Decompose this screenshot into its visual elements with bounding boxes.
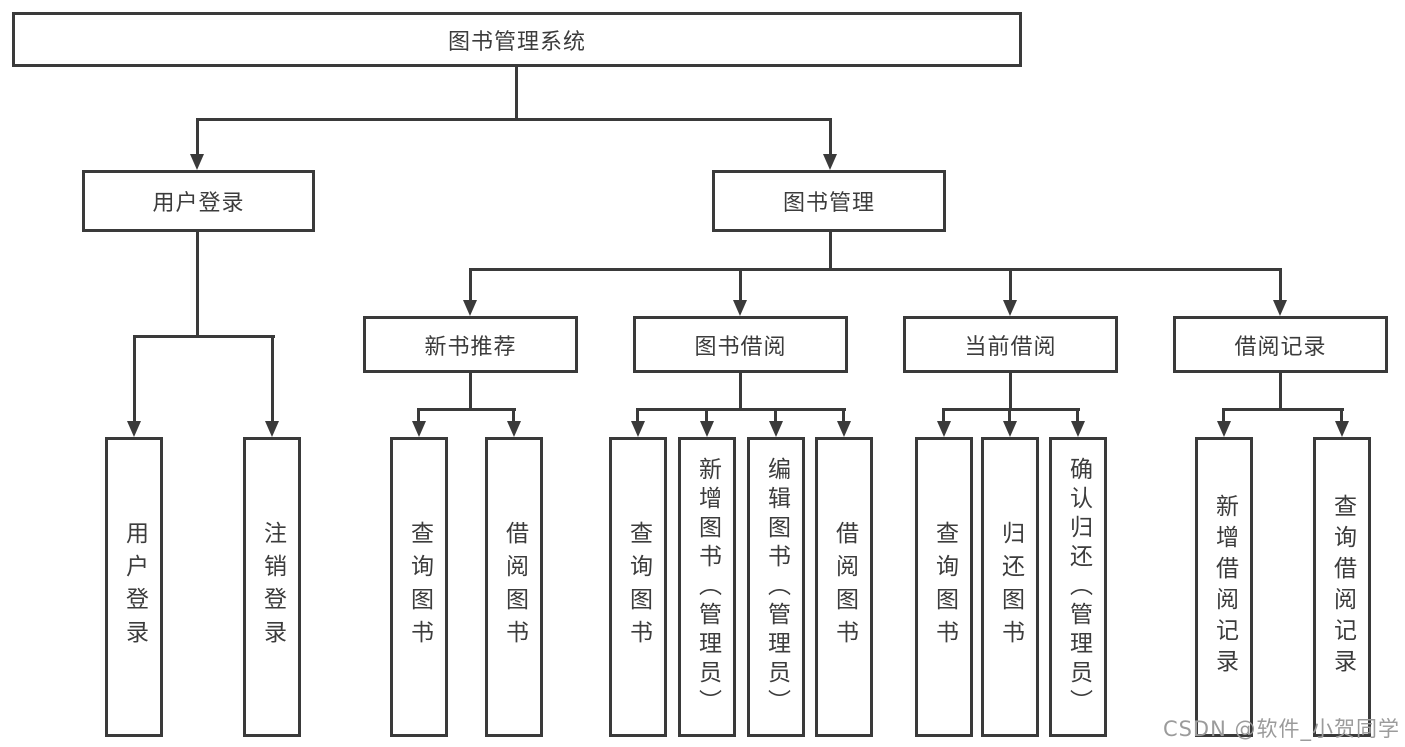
node-label: 图书管理系统 <box>447 29 586 55</box>
arrow-down-icon <box>1003 300 1017 316</box>
connector-vline <box>1076 408 1079 424</box>
connector-vline <box>469 373 472 411</box>
leaf-label: 查询借阅记录 <box>1329 494 1356 680</box>
arrow-down-icon <box>733 300 747 316</box>
node-label: 图书借阅 <box>694 334 787 360</box>
connector-hline <box>942 408 1080 411</box>
leaf-label: 借阅图书 <box>501 521 528 653</box>
node-label: 当前借阅 <box>964 334 1057 360</box>
arrow-down-icon <box>412 421 426 437</box>
node-borrowing-records: 借阅记录 <box>1173 316 1388 373</box>
connector-vline <box>417 408 420 424</box>
arrow-down-icon <box>127 421 141 437</box>
leaf-label: 查询图书 <box>931 521 958 653</box>
arrow-down-icon <box>190 154 204 170</box>
node-label: 用户登录 <box>152 191 245 216</box>
leaf-label: 查询图书 <box>625 521 652 653</box>
leaf-confirm-return-admin: 确认归还（管理员） <box>1049 437 1107 737</box>
node-label: 图书管理 <box>782 191 875 216</box>
connector-vline <box>271 335 274 423</box>
node-library-system: 图书管理系统 <box>12 12 1022 67</box>
leaf-add-books-admin: 新增图书（管理员） <box>678 437 736 737</box>
connector-vline <box>774 408 777 424</box>
connector-vline <box>829 232 832 268</box>
leaf-label: 查询图书 <box>406 521 433 653</box>
arrow-down-icon <box>1335 421 1349 437</box>
connector-vline <box>842 408 845 424</box>
connector-vline <box>942 408 945 424</box>
connector-hline <box>133 335 275 338</box>
connector-hline <box>417 408 516 411</box>
leaf-logout-login: 注销登录 <box>243 437 301 737</box>
connector-vline <box>1009 373 1012 411</box>
leaf-query-books-recommend: 查询图书 <box>390 437 448 737</box>
arrow-down-icon <box>937 421 951 437</box>
node-current-borrowing: 当前借阅 <box>903 316 1118 373</box>
arrow-down-icon <box>1273 300 1287 316</box>
arrow-down-icon <box>823 154 837 170</box>
arrow-down-icon <box>1217 421 1231 437</box>
connector-vline <box>829 118 832 156</box>
arrow-down-icon <box>507 421 521 437</box>
connector-vline <box>196 232 199 335</box>
leaf-query-books-current: 查询图书 <box>915 437 973 737</box>
arrow-down-icon <box>700 421 714 437</box>
leaf-user-login: 用户登录 <box>105 437 163 737</box>
leaf-label: 借阅图书 <box>831 521 858 653</box>
connector-hline <box>196 118 832 121</box>
connector-vline <box>739 268 742 302</box>
connector-hline <box>636 408 846 411</box>
leaf-borrow-books: 借阅图书 <box>815 437 873 737</box>
leaf-return-books: 归还图书 <box>981 437 1039 737</box>
connector-vline <box>1222 408 1225 424</box>
node-label: 借阅记录 <box>1234 334 1327 360</box>
connector-vline <box>1009 268 1012 302</box>
leaf-label: 确认归还（管理员） <box>1065 456 1092 718</box>
leaf-label: 归还图书 <box>997 521 1024 653</box>
connector-vline <box>1008 408 1011 424</box>
node-book-borrowing: 图书借阅 <box>633 316 848 373</box>
connector-vline <box>636 408 639 424</box>
leaf-query-borrow-record: 查询借阅记录 <box>1313 437 1371 737</box>
connector-vline <box>133 335 136 423</box>
connector-hline <box>469 268 1282 271</box>
leaf-edit-books-admin: 编辑图书（管理员） <box>747 437 805 737</box>
connector-vline <box>1279 268 1282 302</box>
leaf-add-borrow-record: 新增借阅记录 <box>1195 437 1253 737</box>
arrow-down-icon <box>265 421 279 437</box>
watermark: CSDN @软件_小贺同学 <box>1162 717 1400 741</box>
node-book-management: 图书管理 <box>712 170 946 232</box>
leaf-borrow-books-recommend: 借阅图书 <box>485 437 543 737</box>
connector-vline <box>1340 408 1343 424</box>
arrow-down-icon <box>631 421 645 437</box>
leaf-label: 注销登录 <box>259 521 286 653</box>
node-label: 新书推荐 <box>424 334 517 360</box>
arrow-down-icon <box>837 421 851 437</box>
connector-vline <box>512 408 515 424</box>
leaf-query-books-borrow: 查询图书 <box>609 437 667 737</box>
arrow-down-icon <box>769 421 783 437</box>
connector-vline <box>515 67 518 118</box>
leaf-label: 新增借阅记录 <box>1211 494 1238 680</box>
leaf-label: 新增图书（管理员） <box>694 456 721 718</box>
connector-hline <box>1222 408 1344 411</box>
node-new-book-recommend: 新书推荐 <box>363 316 578 373</box>
leaf-label: 编辑图书（管理员） <box>763 456 790 718</box>
connector-vline <box>705 408 708 424</box>
arrow-down-icon <box>463 300 477 316</box>
node-user-login: 用户登录 <box>82 170 315 232</box>
connector-vline <box>1279 373 1282 411</box>
arrow-down-icon <box>1003 421 1017 437</box>
connector-vline <box>196 118 199 156</box>
leaf-label: 用户登录 <box>121 521 148 653</box>
arrow-down-icon <box>1071 421 1085 437</box>
connector-vline <box>739 373 742 411</box>
connector-vline <box>469 268 472 302</box>
